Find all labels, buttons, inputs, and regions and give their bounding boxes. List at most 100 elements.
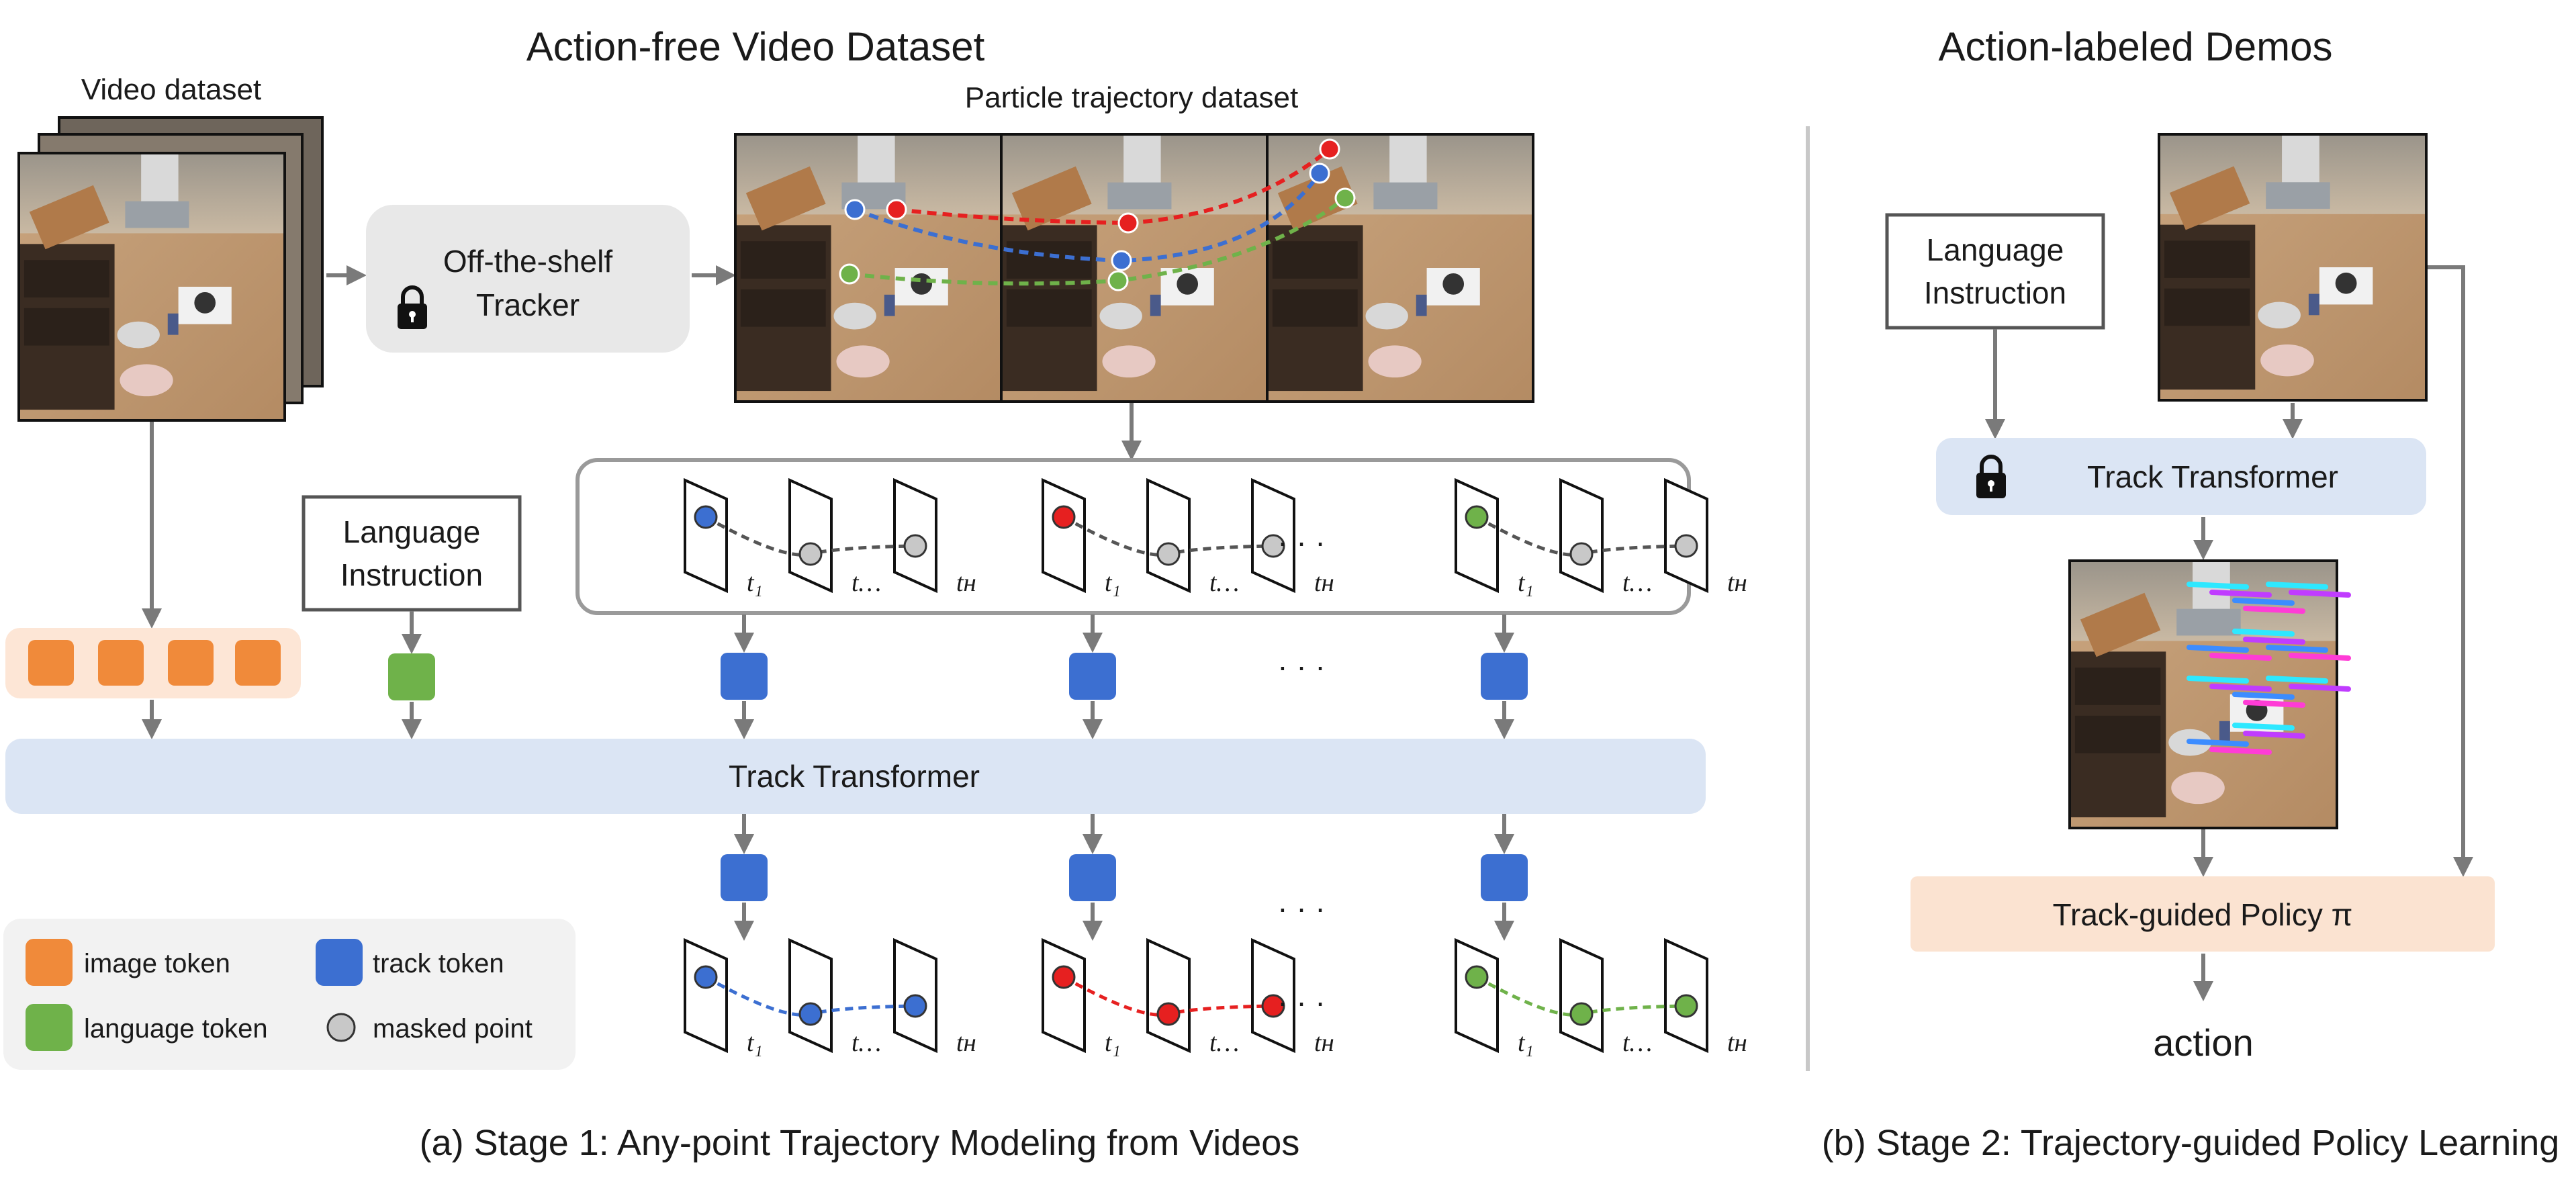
track-transformer-stage2: Track Transformer <box>1936 438 2426 515</box>
language-label-1: Language <box>343 514 481 549</box>
track-point <box>694 505 718 529</box>
legend-track-swatch <box>316 939 363 986</box>
frame-icon <box>684 937 728 1054</box>
flow-line <box>2209 747 2272 755</box>
legend-image-swatch <box>26 939 73 986</box>
time-label: tʜ <box>1314 569 1334 597</box>
ellipsis: · · · <box>1277 524 1326 559</box>
track-point <box>1465 965 1489 989</box>
time-label: tʜ <box>956 569 976 597</box>
flow-line <box>2243 700 2305 708</box>
track-point <box>1052 965 1076 989</box>
flow-line <box>2187 582 2249 590</box>
language-token <box>388 653 435 700</box>
flow-line <box>2209 653 2272 661</box>
masked-point <box>903 534 927 558</box>
masked-point <box>798 542 823 566</box>
legend-masked-swatch <box>326 1013 356 1042</box>
particle-frame-3 <box>1267 134 1533 402</box>
legend: image token language token track token m… <box>3 919 576 1070</box>
time-label: t… <box>1209 569 1239 597</box>
flow-line <box>2289 653 2351 661</box>
frame-icon <box>1146 937 1191 1054</box>
track-point <box>1674 994 1698 1018</box>
legend-language-swatch <box>26 1004 73 1051</box>
flow-line <box>2243 637 2305 645</box>
title-left: Action-free Video Dataset <box>526 24 985 69</box>
caption-stage2: (b) Stage 2: Trajectory-guided Policy Le… <box>1822 1123 2560 1163</box>
time-label: t… <box>852 1029 881 1057</box>
flow-line <box>2266 645 2328 653</box>
flow-line <box>2266 676 2328 684</box>
track-token <box>1481 854 1528 901</box>
language-label-2: Instruction <box>340 557 483 592</box>
video-dataset-stack <box>17 116 324 422</box>
language-box-right: Language Instruction <box>1885 213 2105 330</box>
particle-dataset-label: Particle trajectory dataset <box>965 81 1298 114</box>
track-token <box>1069 653 1116 700</box>
action-label: action <box>2153 1021 2253 1064</box>
ellipsis: · · · <box>1277 984 1326 1019</box>
track-token <box>721 653 768 700</box>
title-right: Action-labeled Demos <box>1939 24 2333 69</box>
time-label: t₁ <box>1105 1029 1121 1057</box>
track-tokens-output <box>721 814 1528 941</box>
time-label: t… <box>852 569 881 597</box>
predicted-tracks-image <box>2068 559 2351 829</box>
track-point <box>1261 994 1285 1018</box>
time-label: t₁ <box>1518 1029 1534 1057</box>
track-transformer-main <box>5 739 1706 814</box>
image-tokens <box>28 640 281 686</box>
track-point <box>903 994 927 1018</box>
track-point <box>1465 505 1489 529</box>
time-label: t… <box>1622 1029 1652 1057</box>
tracker-label-1: Off-the-shelf <box>443 244 612 279</box>
language-label-right-1: Language <box>1927 232 2064 267</box>
track-token <box>1481 653 1528 700</box>
flow-line <box>2187 739 2249 747</box>
frame-icon <box>1455 477 1499 594</box>
frame-icon <box>1559 937 1604 1054</box>
language-box-left: Language Instruction <box>302 495 522 612</box>
masked-point <box>1261 534 1285 558</box>
masked-point <box>1569 542 1594 566</box>
flow-line <box>2232 598 2295 606</box>
time-label: t… <box>1622 569 1652 597</box>
legend-track-token: track token <box>373 949 504 978</box>
flow-line <box>2187 645 2249 653</box>
track-transformer-label: Track Transformer <box>729 759 980 794</box>
frame-icon <box>1559 477 1604 594</box>
track-transformer-stage2-label: Track Transformer <box>2087 459 2338 494</box>
flow-line <box>2243 606 2305 614</box>
frame-icon <box>684 477 728 594</box>
blue-trajectory <box>854 172 1322 263</box>
masked-point <box>1674 534 1698 558</box>
time-label: tʜ <box>1727 1029 1747 1057</box>
ellipsis-tokens-input: · · · <box>1277 649 1326 684</box>
time-label: t₁ <box>1518 569 1534 597</box>
flow-line <box>2243 731 2305 739</box>
flow-line <box>2232 723 2295 731</box>
lock-icon <box>398 285 427 329</box>
track-tokens-input <box>721 614 1528 739</box>
frame-icon <box>1042 477 1086 594</box>
particle-frame-1 <box>735 134 1001 402</box>
track-point <box>1052 505 1076 529</box>
caption-stage1: (a) Stage 1: Any-point Trajectory Modeli… <box>420 1123 1300 1163</box>
frame-icon <box>788 937 833 1054</box>
policy-box: Track-guided Policy π <box>1911 876 2495 952</box>
tracker-label-2: Tracker <box>476 287 580 322</box>
legend-masked-point: masked point <box>373 1014 533 1044</box>
time-label: tʜ <box>1314 1029 1334 1057</box>
video-dataset-label: Video dataset <box>81 73 261 106</box>
masked-point <box>1156 542 1181 566</box>
time-label: t… <box>1209 1029 1239 1057</box>
flow-line <box>2209 684 2272 692</box>
flow-line <box>2232 692 2295 700</box>
particle-frame-2 <box>1001 134 1267 402</box>
language-label-right-2: Instruction <box>1924 275 2066 310</box>
frame-icon <box>788 477 833 594</box>
